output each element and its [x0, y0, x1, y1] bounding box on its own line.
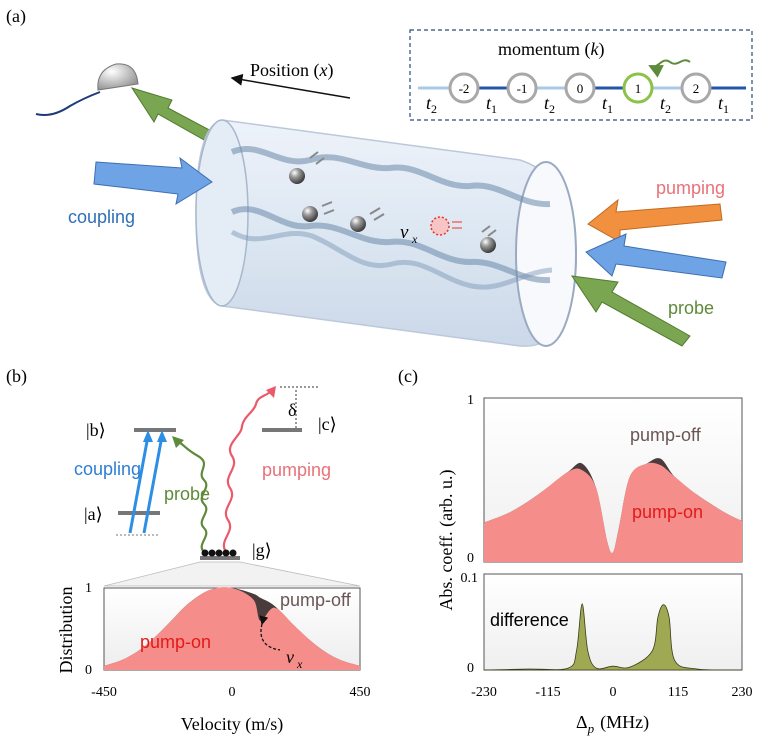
delta-label: δ [288, 400, 296, 420]
abs-bottom-ytick-1: 0.1 [461, 571, 479, 586]
abs-plot-bottom [483, 603, 743, 671]
lattice-site-2 [564, 72, 596, 104]
lattice-site-label: -1 [517, 81, 528, 96]
vx-sub: x [296, 657, 303, 671]
series-pump-on [104, 587, 360, 670]
vx-label: v [286, 647, 294, 667]
velocity-label: v [400, 222, 409, 243]
probe-arrowhead [172, 436, 184, 448]
abs-top-ytick-1: 1 [467, 393, 474, 408]
lattice-site-label: 2 [693, 81, 700, 96]
abs-xtick-2: 0 [610, 685, 617, 700]
momentum-title: momentum (k) [498, 39, 605, 60]
pumping-label-b: pumping [262, 460, 331, 480]
probe-label-a: probe [668, 298, 714, 318]
hopping-label: t1 [602, 93, 613, 116]
hopping-label: t2 [544, 93, 555, 116]
pumping-arrow [587, 198, 723, 243]
coupling-arrowhead-1 [143, 430, 153, 442]
dist-xtick-2: 450 [350, 685, 371, 700]
dist-ylabel: Distribution [56, 586, 76, 673]
ground-atoms [201, 549, 237, 557]
panel-c: (c) pump-off pump-on difference 1 0 0.1 … [398, 366, 753, 736]
distribution-plot [104, 587, 360, 670]
coupling-label-b: coupling [74, 459, 141, 479]
position-label: Position (x) [250, 60, 334, 81]
lattice-site-1 [506, 72, 538, 104]
hopping-label: t1 [718, 93, 729, 116]
state-c: |c⟩ [318, 414, 337, 434]
motion-lines [309, 151, 497, 237]
abs-xtick-3: 115 [668, 685, 688, 700]
dist-xtick-0: -450 [91, 685, 117, 700]
atom-1 [289, 168, 305, 184]
atom-3 [350, 216, 366, 232]
panel-a-label: (a) [6, 6, 26, 27]
series-difference [483, 603, 743, 671]
coupling-label-a: coupling [68, 207, 135, 227]
abs-top-ytick-0: 0 [467, 551, 474, 566]
abs-xtick-1: -115 [535, 685, 560, 700]
atom-2 [302, 206, 318, 222]
dist-ytick-0: 0 [85, 663, 92, 678]
hopping-label: t2 [660, 93, 671, 116]
coupling-right-arrow [585, 233, 727, 279]
vapor-cell [195, 119, 577, 347]
pumped-atom-motion [452, 221, 462, 229]
coupling-transition-arrows [128, 435, 164, 534]
momentum-lattice-inset: momentum (k) -2 -1 0 1 2 t2 t1 t2 t1 t2 t1 [409, 29, 753, 121]
zoom-cone [103, 561, 361, 587]
probe-transition [175, 439, 208, 553]
position-arrow [230, 73, 351, 99]
dist-xtick-1: 0 [229, 685, 236, 700]
probe-in-arrow [570, 275, 691, 347]
panel-a: (a) [6, 6, 753, 347]
pump-off-label-c: pump-off [630, 425, 702, 445]
pumped-atom [430, 216, 450, 236]
pump-on-label-c: pump-on [632, 502, 703, 522]
hopping-label: t1 [486, 93, 497, 116]
lattice-site-label: -2 [459, 81, 470, 96]
atom-4 [480, 237, 496, 253]
difference-label: difference [490, 610, 569, 630]
dist-ytick-1: 1 [85, 581, 92, 596]
velocity-sub: x [411, 232, 418, 246]
coupling-arrowhead-2 [157, 430, 167, 442]
state-a: |a⟩ [84, 504, 103, 524]
abs-xlabel: Δp(MHz) [576, 712, 649, 736]
abs-plot-top [484, 458, 742, 562]
abs-axes-bottom [483, 573, 743, 671]
lattice-site-4 [680, 72, 712, 104]
hopping-label: t2 [426, 93, 437, 116]
probe-label-b: probe [164, 484, 210, 504]
pumping-label-a: pumping [656, 178, 725, 198]
pump-off-label-b: pump-off [280, 590, 352, 610]
panel-b-label: (b) [6, 366, 27, 387]
detector-icon [35, 63, 139, 116]
abs-bottom-ytick-0: 0 [467, 661, 474, 676]
state-b: |b⟩ [86, 420, 106, 440]
panel-b: (b) |b⟩ |a⟩ |c⟩ |g⟩ δ coupling probe pum… [6, 366, 371, 735]
abs-xtick-0: -230 [471, 685, 497, 700]
lattice-site-label: 0 [577, 81, 584, 96]
pumping-arrowhead [266, 386, 276, 398]
series-pump-on [484, 462, 742, 562]
state-g: |g⟩ [252, 540, 272, 560]
pumping-transition [222, 391, 271, 553]
lattice-site-0 [448, 72, 480, 104]
pump-on-label-b: pump-on [140, 632, 211, 652]
lattice-site-label: 1 [635, 81, 642, 96]
abs-xtick-4: 230 [732, 685, 753, 700]
probe-wave-icon [648, 59, 691, 78]
lattice-site-3 [622, 72, 654, 104]
panel-c-label: (c) [398, 366, 418, 387]
abs-ylabel: Abs. coeff. (arb. u.) [436, 469, 457, 610]
dist-xlabel: Velocity (m/s) [181, 714, 283, 735]
coupling-in-arrow [93, 156, 213, 206]
